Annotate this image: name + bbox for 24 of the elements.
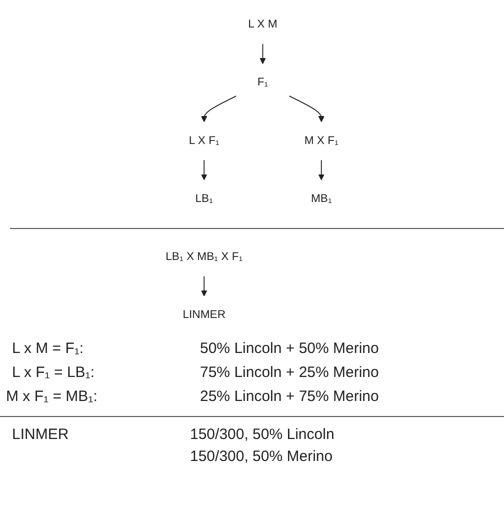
breed-percentage: 150/300, 50% Merino [190, 448, 333, 465]
cross-formula: L x F₁ = LB₁: [12, 364, 95, 381]
breed-percentage: 75% Lincoln + 25% Merino [200, 364, 379, 381]
breed-percentage: 150/300, 50% Lincoln [190, 426, 334, 443]
node-text: LB₁ [195, 192, 213, 205]
node-text: LB₁ X MB₁ X F₁ [166, 250, 243, 263]
arrow [288, 96, 324, 122]
arrow [200, 96, 237, 122]
node-text: F₁ [257, 76, 268, 89]
breed-percentage: 50% Lincoln + 50% Merino [200, 340, 379, 357]
node-text: MB₁ [310, 192, 332, 205]
arrow [200, 276, 208, 296]
cross-formula: L x M = F₁: [12, 340, 84, 357]
node-text: L X F₁ [188, 134, 220, 147]
node-text: M X F₁ [304, 134, 338, 147]
node-text: LINMER [182, 308, 226, 321]
breeding-flowchart: L X M F₁ L X F₁ M X F₁ LB₁ MB₁ LB₁ X MB₁ X F₁ LINMER [0, 0, 504, 340]
breed-percentage: 25% Lincoln + 75% Merino [200, 388, 379, 405]
cross-formula: M x F₁ = MB₁: [6, 388, 98, 405]
arrow [260, 43, 266, 64]
cross-formula: LINMER [12, 426, 69, 443]
arrow [200, 160, 208, 180]
arrow [318, 160, 324, 180]
node-text: L X M [248, 18, 278, 30]
